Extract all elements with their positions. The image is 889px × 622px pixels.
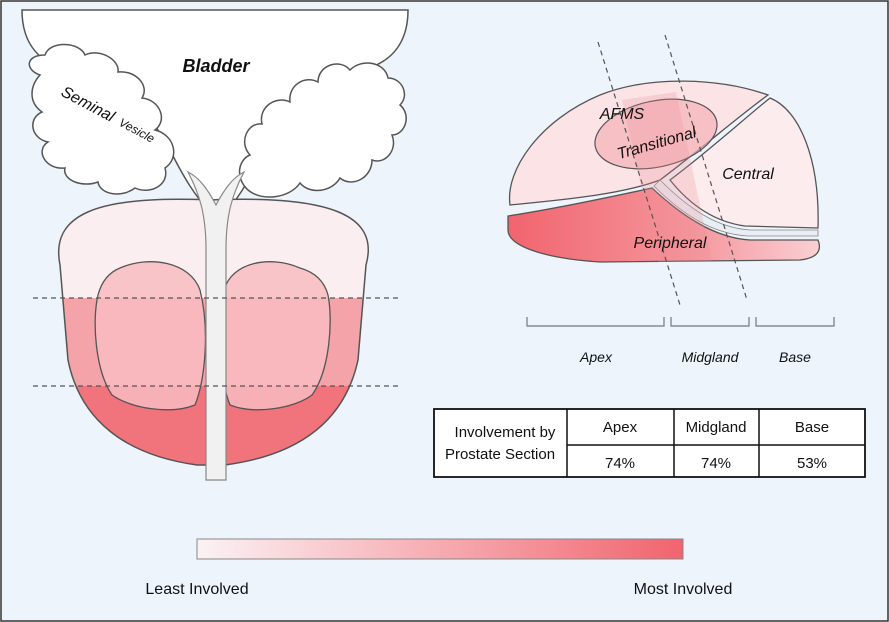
section-label-midgland: Midgland [682, 349, 740, 365]
table-value-midgland: 74% [701, 455, 731, 472]
central-label: Central [722, 166, 774, 183]
bladder-label: Bladder [182, 56, 250, 76]
table-row-header-line2: Prostate Section [445, 446, 555, 463]
legend-most-label: Most Involved [634, 581, 733, 598]
peripheral-zone [507, 187, 821, 263]
central-gap [653, 179, 819, 237]
legend-gradient-bar [196, 538, 684, 560]
prostate-outline [57, 198, 369, 466]
sagittal-line-base [664, 34, 748, 301]
seminal-vesicle-left [28, 43, 175, 195]
legend-least-label: Least Involved [145, 581, 248, 598]
coronal-view: Bladder Seminal Vesicle [21, 9, 409, 481]
afms-label: AFMS [599, 106, 645, 123]
midgland-overlay [622, 92, 712, 262]
section-label-apex: Apex [579, 349, 613, 365]
bracket-midgland [670, 317, 750, 327]
involvement-table: Involvement by Prostate Section Apex Mid… [433, 408, 866, 478]
table-value-base: 53% [797, 455, 827, 472]
table-col-apex: Apex [603, 419, 638, 436]
sagittal-line-apex [597, 41, 681, 306]
table-col-base: Base [795, 419, 829, 436]
table-row-header-line1: Involvement by [455, 424, 556, 441]
sagittal-view: AFMS Transitional Central Peripheral Ape… [507, 34, 835, 365]
seminal-vesicle-right [238, 62, 407, 198]
transitional-lobe-right [218, 261, 331, 411]
table-value-apex: 74% [605, 455, 635, 472]
table-col-midgland: Midgland [686, 419, 747, 436]
urethra [186, 170, 246, 481]
transitional-lobe-left [94, 261, 207, 411]
central-zone [669, 97, 819, 229]
bracket-base [755, 317, 835, 327]
bracket-apex [526, 317, 665, 327]
section-label-base: Base [779, 349, 811, 365]
involvement-legend: Least Involved Most Involved [145, 538, 733, 598]
transitional-zone [594, 98, 718, 170]
peripheral-label: Peripheral [634, 235, 707, 252]
